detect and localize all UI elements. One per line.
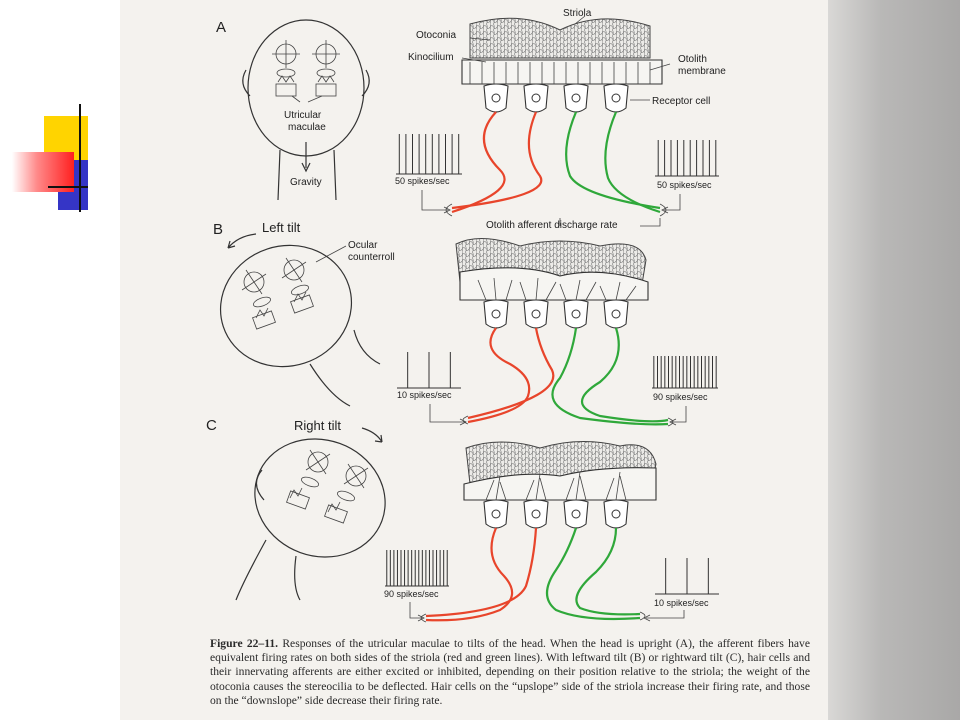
rate-right-c: 10 spikes/sec xyxy=(654,598,709,608)
fibers-left-tilt xyxy=(462,327,674,427)
fibers-upright xyxy=(445,111,667,217)
spike-train-right-c xyxy=(655,558,719,595)
rate-left-c: 90 spikes/sec xyxy=(384,589,439,599)
deco-horizontal-line xyxy=(48,186,88,188)
head-upright xyxy=(242,19,370,201)
panel-a: A Utricular maculae Gravity xyxy=(216,8,726,231)
caption-text: Responses of the utricular maculae to ti… xyxy=(210,637,811,707)
page-edge xyxy=(828,0,960,720)
head-right-tilt xyxy=(235,438,386,601)
panel-letter-a: A xyxy=(216,19,226,36)
label-discharge-rate: Otolith afferent discharge rate xyxy=(486,220,618,231)
macula-upright xyxy=(461,17,663,113)
fibers-right-tilt xyxy=(420,527,646,623)
rate-left-b: 10 spikes/sec xyxy=(397,390,452,400)
figure-caption: Figure 22–11. Responses of the utricular… xyxy=(210,637,810,708)
spike-train-left-b xyxy=(397,352,461,389)
rate-right-b: 90 spikes/sec xyxy=(653,392,708,402)
panel-letter-b: B xyxy=(213,221,223,238)
rate-left-a: 50 spikes/sec xyxy=(395,176,450,186)
textbook-page xyxy=(120,0,828,720)
label-otoconia: Otoconia xyxy=(416,30,456,41)
caption-label: Figure 22–11. xyxy=(210,637,279,650)
tilt-label-left: Left tilt xyxy=(262,220,301,235)
spike-train-right-b xyxy=(652,356,718,389)
macula-right-tilt xyxy=(463,441,657,529)
rate-right-a: 50 spikes/sec xyxy=(657,180,712,190)
spike-train-left-a xyxy=(396,134,462,175)
spike-train-left-c xyxy=(385,550,449,587)
label-ocular: Ocular xyxy=(348,240,378,251)
panel-letter-c: C xyxy=(206,417,217,434)
deco-vertical-line xyxy=(79,104,81,212)
label-counterroll: counterroll xyxy=(348,252,395,263)
label-striola: Striola xyxy=(563,8,592,19)
macula-left-tilt xyxy=(455,237,649,329)
head-left-tilt xyxy=(219,244,381,407)
tilt-label-right: Right tilt xyxy=(294,418,341,433)
panel-c: C Right tilt xyxy=(206,417,719,623)
panel-b: B Left tilt Ocular counterroll xyxy=(213,220,718,427)
label-utricular: Utricular xyxy=(284,110,322,121)
label-maculae: maculae xyxy=(288,122,326,133)
deco-red-square xyxy=(12,152,74,192)
label-kinocilium: Kinocilium xyxy=(408,52,454,63)
label-otolith: Otolith xyxy=(678,54,707,65)
label-gravity: Gravity xyxy=(290,177,322,188)
label-receptor-cell: Receptor cell xyxy=(652,96,710,107)
spike-train-right-a xyxy=(655,140,719,177)
label-membrane: membrane xyxy=(678,66,726,77)
slide-decoration xyxy=(0,0,120,230)
